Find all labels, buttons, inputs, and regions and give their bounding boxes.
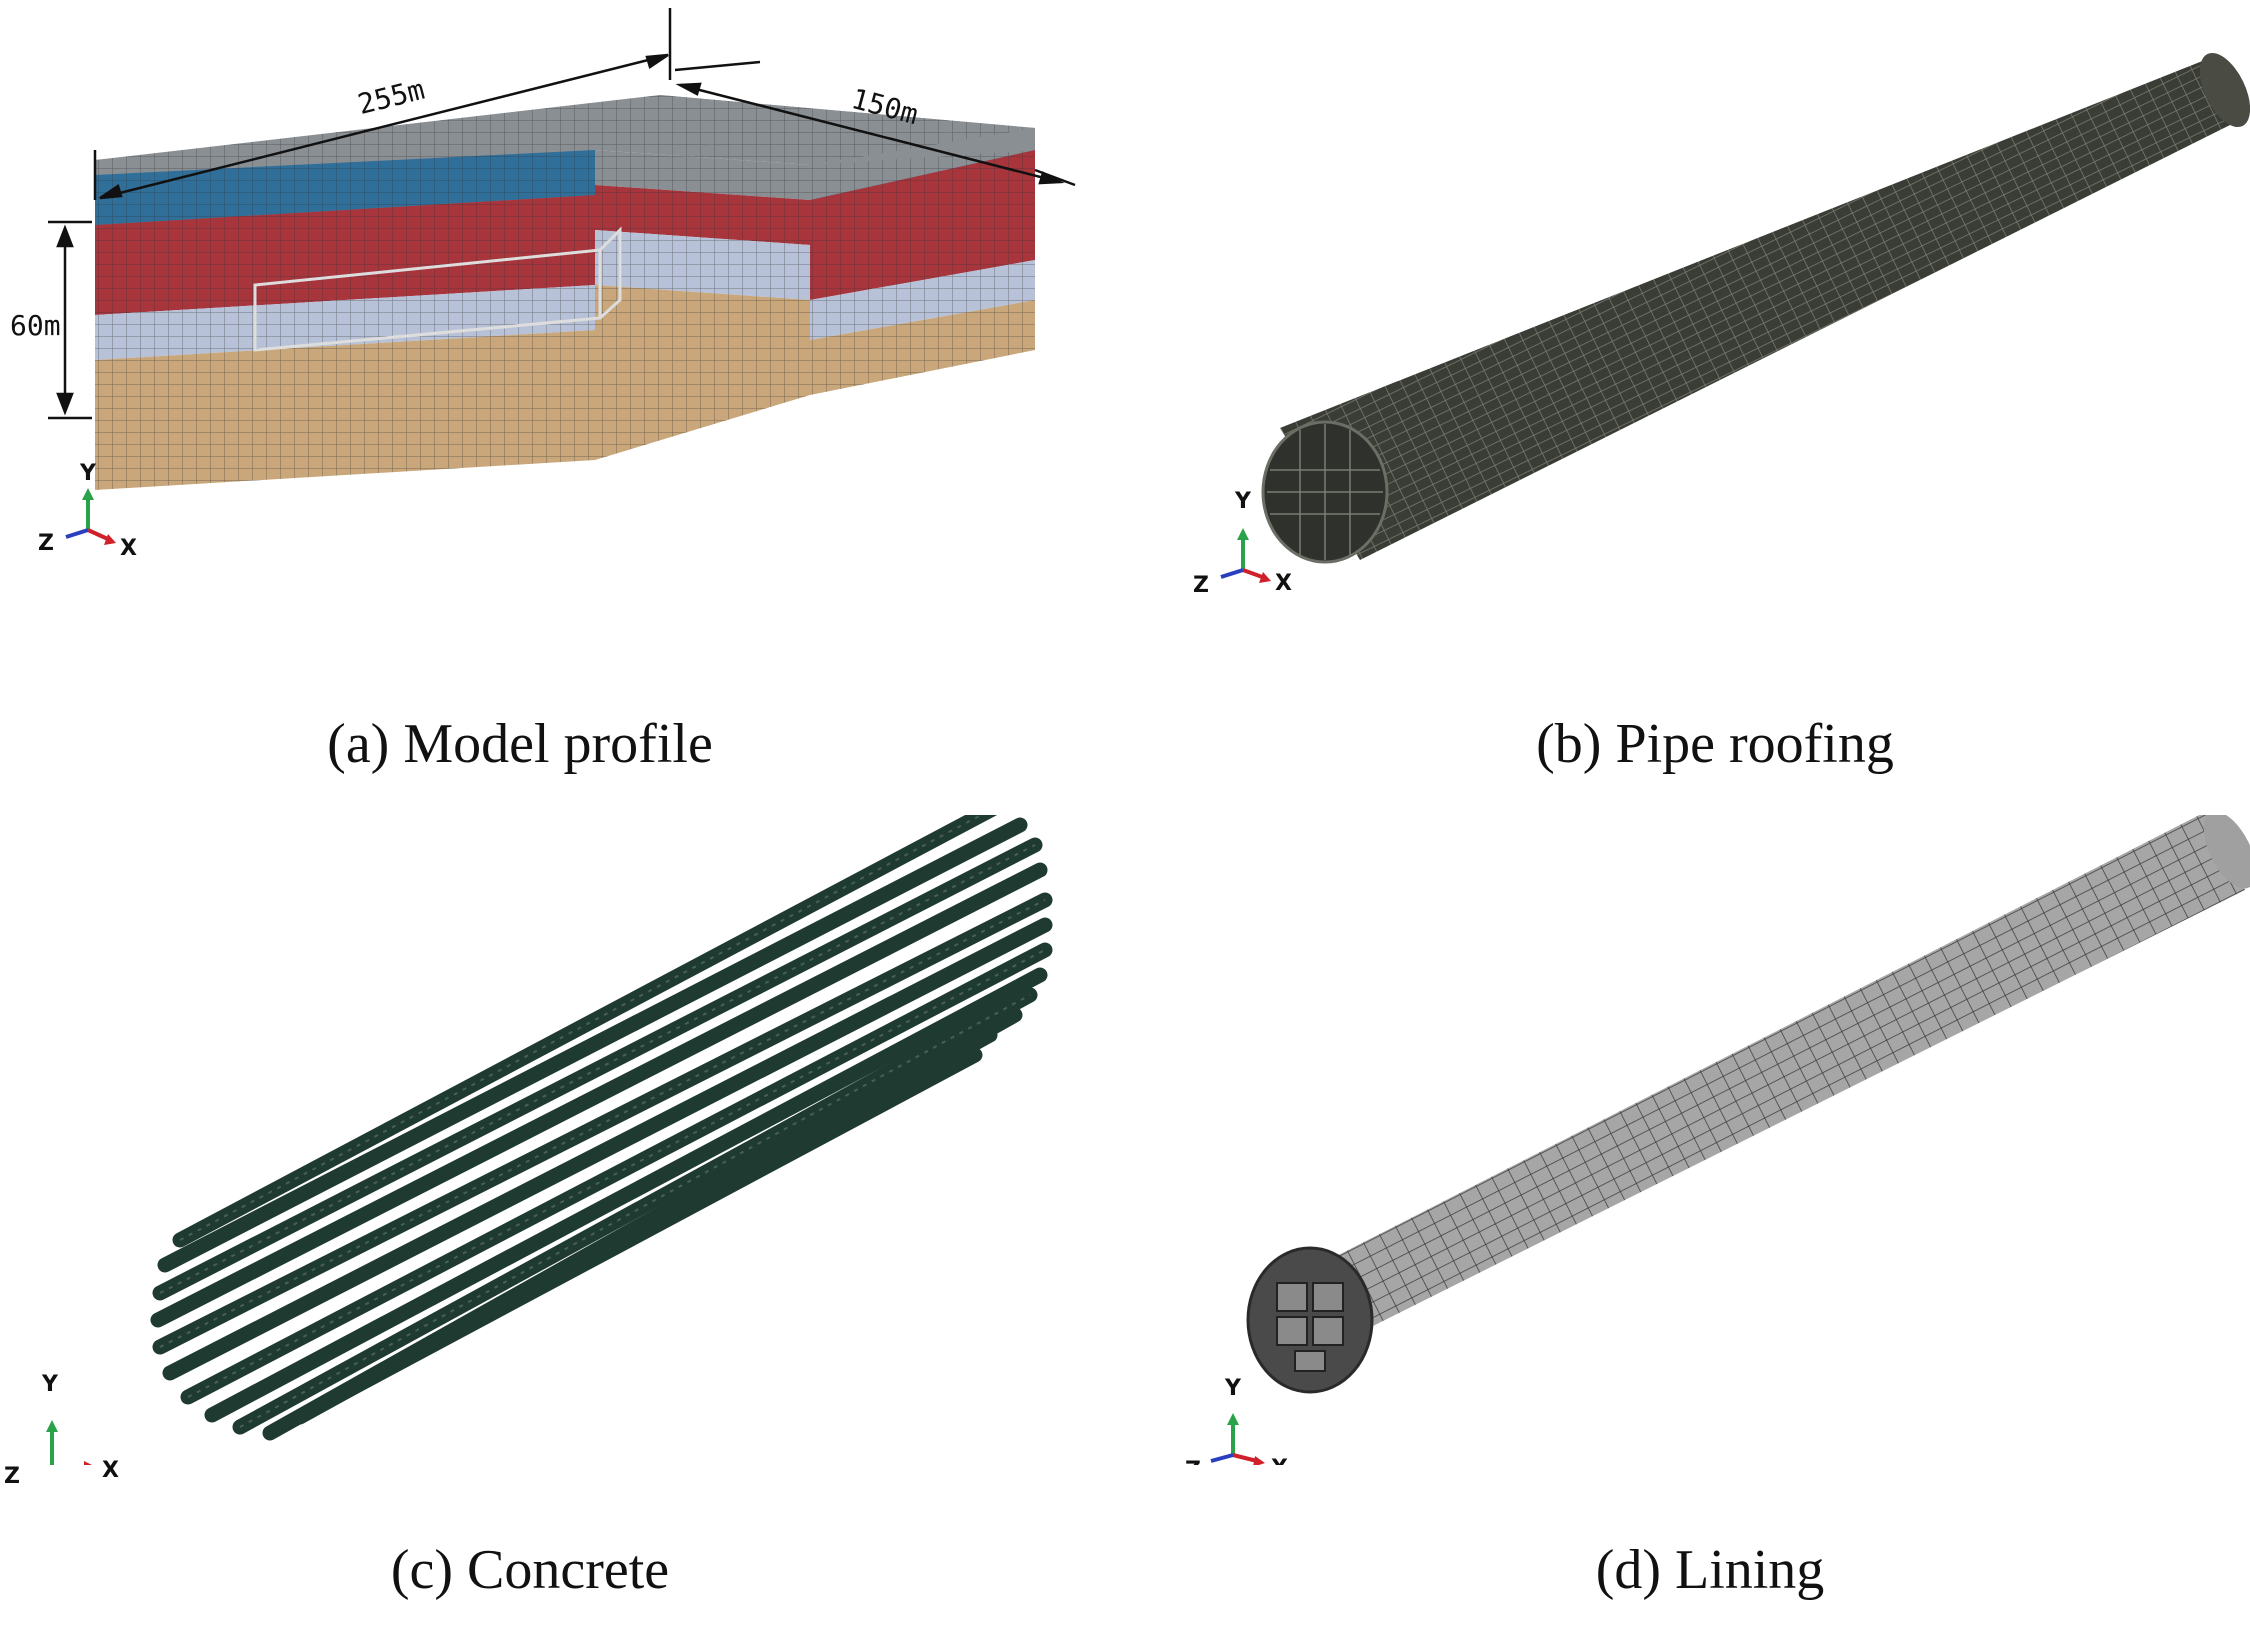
caption-model-profile: (a) Model profile: [327, 713, 713, 775]
svg-text:Z: Z: [4, 1464, 20, 1489]
dimension-length-label: 255m: [354, 73, 427, 121]
axes-triad: Y X Z: [38, 461, 137, 561]
dimension-height-label: 60m: [10, 309, 61, 342]
caption-concrete: (c) Concrete: [390, 1539, 670, 1601]
svg-text:X: X: [1271, 1456, 1288, 1465]
dimension-height: [48, 220, 92, 420]
axes-triad: [46, 1420, 92, 1465]
dimension-width: [674, 60, 1076, 187]
axes-triad: Y X Z: [1185, 1376, 1288, 1465]
svg-text:Z: Z: [38, 531, 54, 556]
dimension-length: [93, 8, 672, 200]
concrete-axes-labels: Y X Z: [4, 1372, 119, 1489]
caption-lining: (d) Lining: [1595, 1539, 1825, 1601]
pipe-roofing-body: [1280, 58, 2240, 560]
pipe-roofing-figure: Y X Z: [1193, 52, 2250, 598]
model-front-left-block: [95, 150, 595, 490]
model-right-block: [595, 128, 1035, 460]
panel-lining: Y X Z: [1125, 815, 2250, 1465]
svg-text:Y: Y: [1224, 1376, 1242, 1401]
svg-text:Z: Z: [1185, 1458, 1201, 1465]
svg-text:Y: Y: [79, 461, 97, 486]
svg-text:X: X: [120, 536, 137, 561]
panel-pipe-roofing: Y X Z: [1125, 0, 2250, 650]
model-profile-figure: 255m 150m 60m Y X Z: [10, 8, 1076, 561]
svg-text:Y: Y: [41, 1372, 59, 1397]
panel-model-profile: 255m 150m 60m Y X Z: [0, 0, 1125, 650]
panel-concrete: Y X Z: [0, 815, 1125, 1489]
svg-text:Y: Y: [1234, 489, 1252, 514]
lining-figure: Y X Z: [1185, 815, 2250, 1465]
svg-text:X: X: [102, 1458, 119, 1483]
lining-body: [1270, 815, 2245, 1345]
concrete-figure: [46, 815, 1053, 1465]
axes-triad: Y X Z: [1193, 489, 1292, 598]
svg-text:Z: Z: [1193, 573, 1209, 598]
svg-text:X: X: [1275, 571, 1292, 596]
caption-pipe-roofing: (b) Pipe roofing: [1536, 713, 1894, 775]
